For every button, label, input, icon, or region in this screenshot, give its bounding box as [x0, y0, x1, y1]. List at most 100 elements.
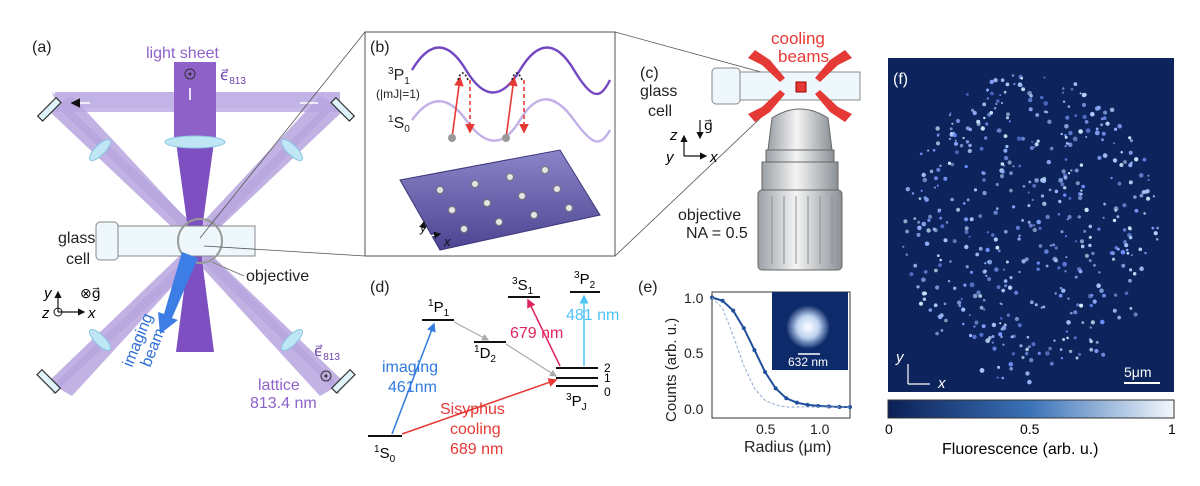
atom-dot — [1073, 310, 1078, 315]
atom-dot — [1132, 271, 1137, 276]
atom-dot — [1038, 244, 1043, 248]
atom-dot — [985, 122, 989, 126]
atom-dot — [1100, 123, 1104, 127]
atom-dot — [1029, 358, 1034, 363]
atom-dot — [1003, 323, 1007, 327]
atom-dot — [1001, 376, 1005, 380]
series-1-point — [763, 369, 768, 374]
atom-dot — [1009, 188, 1013, 193]
glass-cell-c — [711, 67, 861, 105]
atom-dot — [1036, 261, 1040, 265]
atom-dot — [1117, 315, 1122, 320]
series-1-point — [741, 326, 746, 331]
atom-dot — [964, 226, 969, 231]
wave-1s0 — [411, 98, 612, 143]
atom-dot — [1040, 95, 1044, 100]
panel-f: (f) y x 5μm 0 0.5 1 Fluorescence (arb. u… — [885, 58, 1176, 458]
atom-dot — [1060, 132, 1063, 136]
atom-cloud — [795, 81, 807, 93]
pol-dot-lattice — [320, 370, 332, 382]
atom-dot — [995, 245, 1000, 250]
axis-z-c: z — [669, 127, 678, 144]
gravity-c: g⃗ — [704, 117, 713, 133]
atom-dot — [933, 303, 938, 308]
atom-dot — [1128, 180, 1133, 185]
atom-dot — [1045, 351, 1050, 356]
atom-dot — [1105, 122, 1108, 125]
atom-dot — [1102, 153, 1108, 158]
atom-dot — [1031, 198, 1035, 202]
atom-dot — [1109, 107, 1115, 113]
atom-dot — [964, 164, 968, 169]
panel-d-label: (d) — [370, 279, 390, 296]
atom-dot — [1078, 129, 1083, 134]
atom-dot — [905, 187, 910, 192]
atom-dot — [1048, 188, 1052, 192]
atom-dot — [922, 177, 928, 183]
atom-dot — [1114, 209, 1118, 212]
atom-dot — [975, 252, 980, 257]
wl-481: 481 nm — [566, 307, 619, 324]
atom-dot — [928, 214, 933, 219]
atom-dot — [992, 346, 997, 351]
series-1-point — [805, 402, 810, 407]
atom-dot — [991, 335, 995, 338]
atom-dot — [1020, 77, 1023, 80]
atom-dot — [1005, 82, 1010, 87]
z-axis-out — [53, 307, 63, 317]
atom-dot — [1065, 330, 1068, 333]
xtick-2: 1.0 — [810, 421, 830, 437]
atom-dot — [1102, 216, 1105, 219]
atom-dot — [940, 224, 945, 229]
atom-dot — [1139, 193, 1144, 198]
atom-dot — [935, 331, 939, 336]
atom-dot — [926, 228, 931, 233]
atom-dot — [1032, 183, 1037, 188]
atom-dot — [1112, 218, 1117, 223]
atom-dot — [1014, 316, 1020, 322]
atom-dot — [1004, 284, 1008, 288]
arrow-679 — [527, 298, 561, 367]
atom-dot — [1057, 266, 1061, 270]
atom-dot — [1081, 102, 1087, 108]
atom-dot — [1084, 253, 1089, 258]
atom-dot — [934, 176, 938, 181]
atom-dot — [1146, 196, 1151, 201]
inset-scale-label: 632 nm — [788, 355, 828, 369]
beam-arrows — [70, 88, 318, 108]
atom-dot — [1003, 155, 1009, 161]
atom-dot — [987, 259, 993, 265]
atom-dot — [956, 207, 961, 212]
atom-dot — [1067, 297, 1070, 300]
atom-dot — [1112, 308, 1117, 313]
atom-dot — [991, 341, 994, 344]
mj-label: (|mJ|=1) — [376, 87, 420, 101]
atom-dot — [953, 141, 959, 146]
atom-dot — [1044, 249, 1049, 254]
atom-dot — [1031, 342, 1036, 347]
arrow-imaging — [391, 322, 436, 435]
atom-dot — [972, 334, 977, 340]
atom-dot — [927, 218, 931, 222]
atom-dot — [1101, 131, 1106, 136]
atom-dot — [1001, 170, 1005, 174]
atom-dot — [1093, 263, 1096, 267]
atom-dot — [973, 188, 978, 192]
cooling-wl-d: 689 nm — [450, 441, 503, 458]
atom-dot — [1061, 91, 1065, 94]
atom-dot — [1079, 303, 1084, 308]
atom-dot — [980, 126, 985, 131]
sheet-lens — [164, 135, 226, 149]
atom-dot — [917, 225, 922, 231]
atom-dot — [1042, 201, 1047, 206]
atom-dot — [1052, 243, 1056, 247]
atom-dot — [1094, 348, 1099, 354]
atom-dot — [952, 133, 957, 138]
sisyphus-arrows — [451, 72, 529, 139]
atom-dot — [950, 162, 955, 167]
panel-d: (d) 1P1 3S1 3P2 1D2 3PJ 1S0 2 1 0 679 nm… — [368, 270, 619, 465]
atom-dot — [1049, 361, 1054, 366]
atom-dot — [937, 210, 941, 214]
atom-dot — [1049, 146, 1054, 151]
atom-dot — [1062, 100, 1066, 103]
